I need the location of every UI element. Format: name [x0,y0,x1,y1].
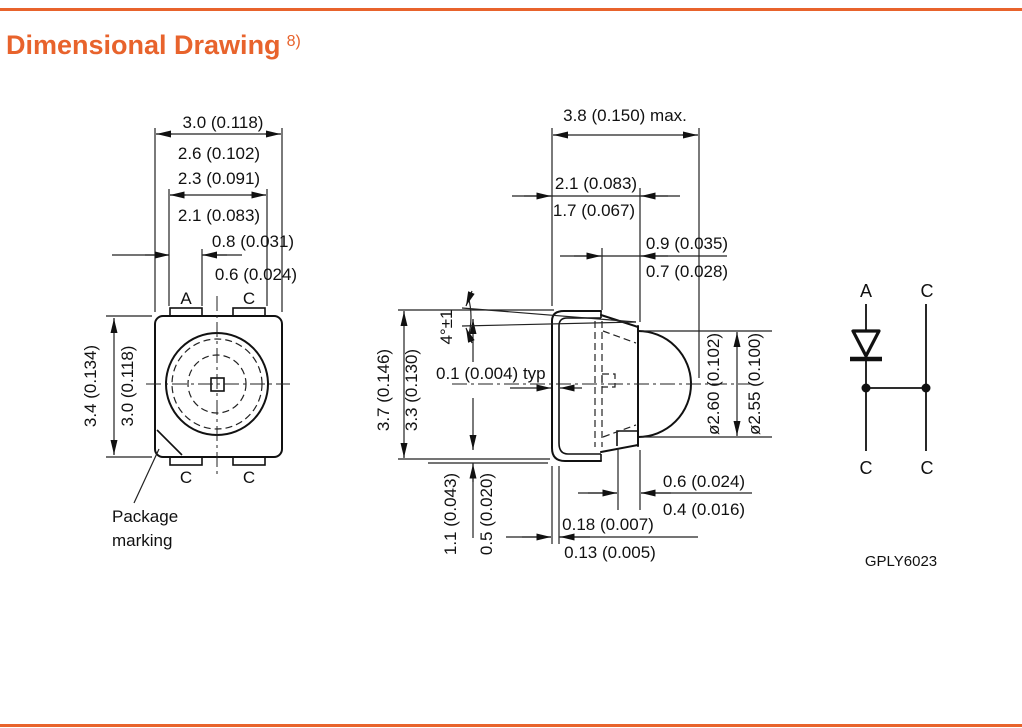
dim-3.8-max: 3.8 (0.150) max. [563,106,687,125]
top-view-dimension-texts: 3.0 (0.118) 2.6 (0.102) 2.3 (0.091) 2.1 … [81,113,297,427]
dim-0.5: 0.5 (0.020) [477,473,496,555]
pad-cathode-bottom-right [232,456,266,466]
pad-label-c-top: C [243,289,255,308]
bottom-orange-rule [0,724,1022,727]
dim-0.7: 0.7 (0.028) [646,262,728,281]
side-view-dimension-texts: 3.8 (0.150) max. 2.1 (0.083) 1.7 (0.067)… [374,106,764,562]
circuit-label-anode-top: A [860,281,872,301]
circuit-label-cathode-bottom-left: C [860,458,873,478]
dim-0.6-lead: 0.6 (0.024) [663,472,745,491]
callout-text-line1: Package [112,507,178,526]
dim-3.4-height: 3.4 (0.134) [81,345,100,427]
top-view-package-outline [146,296,290,474]
dim-3.7-height: 3.7 (0.146) [374,349,393,431]
dim-2.1-width: 2.1 (0.083) [178,206,260,225]
circuit-label-cathode-bottom-right: C [921,458,934,478]
top-orange-rule [0,8,1022,11]
side-view-package-outline [452,310,752,462]
callout-leader-line [133,448,160,504]
dim-dia-2.60: ø2.60 (0.102) [704,333,723,435]
dim-0.9: 0.9 (0.035) [646,234,728,253]
pad-cathode-bottom-left [169,456,203,466]
page-title-text: Dimensional Drawing [6,30,281,60]
drawing-code: GPLY6023 [865,553,937,570]
dim-angle-4deg: 4°±1 [437,309,456,344]
dim-2.1: 2.1 (0.083) [555,174,637,193]
dim-2.6-width: 2.6 (0.102) [178,144,260,163]
chip-dashed-square [601,373,616,388]
top-view-pad-labels: A C C C [180,289,255,487]
dim-0.4-lead: 0.4 (0.016) [663,500,745,519]
bottom-lead-tab [616,430,639,446]
circuit-diagram: A C C C GPLY6023 [850,281,937,570]
dim-1.1: 1.1 (0.043) [441,473,460,555]
dim-0.18: 0.18 (0.007) [562,515,654,534]
pad-cathode-top-right [232,307,266,317]
dim-1.7: 1.7 (0.067) [553,201,635,220]
junction-dot-left [861,383,871,393]
circuit-label-cathode-top: C [921,281,934,301]
dim-2.3-width: 2.3 (0.091) [178,169,260,188]
junction-dot-right [921,383,931,393]
dim-3.0-width: 3.0 (0.118) [183,113,264,132]
package-body-top-view [154,315,283,458]
dim-dia-2.55: ø2.55 (0.100) [745,333,764,435]
dim-0.13: 0.13 (0.005) [564,543,656,562]
top-view-dimension-lines [106,128,283,458]
callout-text-line2: marking [112,531,172,550]
dim-0.8-pad-width: 0.8 (0.031) [212,232,294,251]
pad-anode-top-left [169,307,203,317]
pad-label-a: A [180,289,192,308]
dim-3.0-height: 3.0 (0.118) [118,346,137,427]
page-title: Dimensional Drawing 8) [6,30,301,61]
package-marking-callout: Package marking [112,448,178,550]
side-view-dimension-lines [398,128,772,544]
pad-label-c-bottom-left: C [180,468,192,487]
dim-0.6-pad-width: 0.6 (0.024) [215,265,297,284]
body-bottom-edge [600,444,639,453]
dim-0.1-typ: 0.1 (0.004) typ [436,364,546,383]
footnote-reference: 8) [286,33,301,50]
dim-3.3-height: 3.3 (0.130) [402,349,421,431]
diode-symbol [851,329,881,358]
pad-label-c-bottom-right: C [243,468,255,487]
chamfer-corner-mark [156,429,183,456]
